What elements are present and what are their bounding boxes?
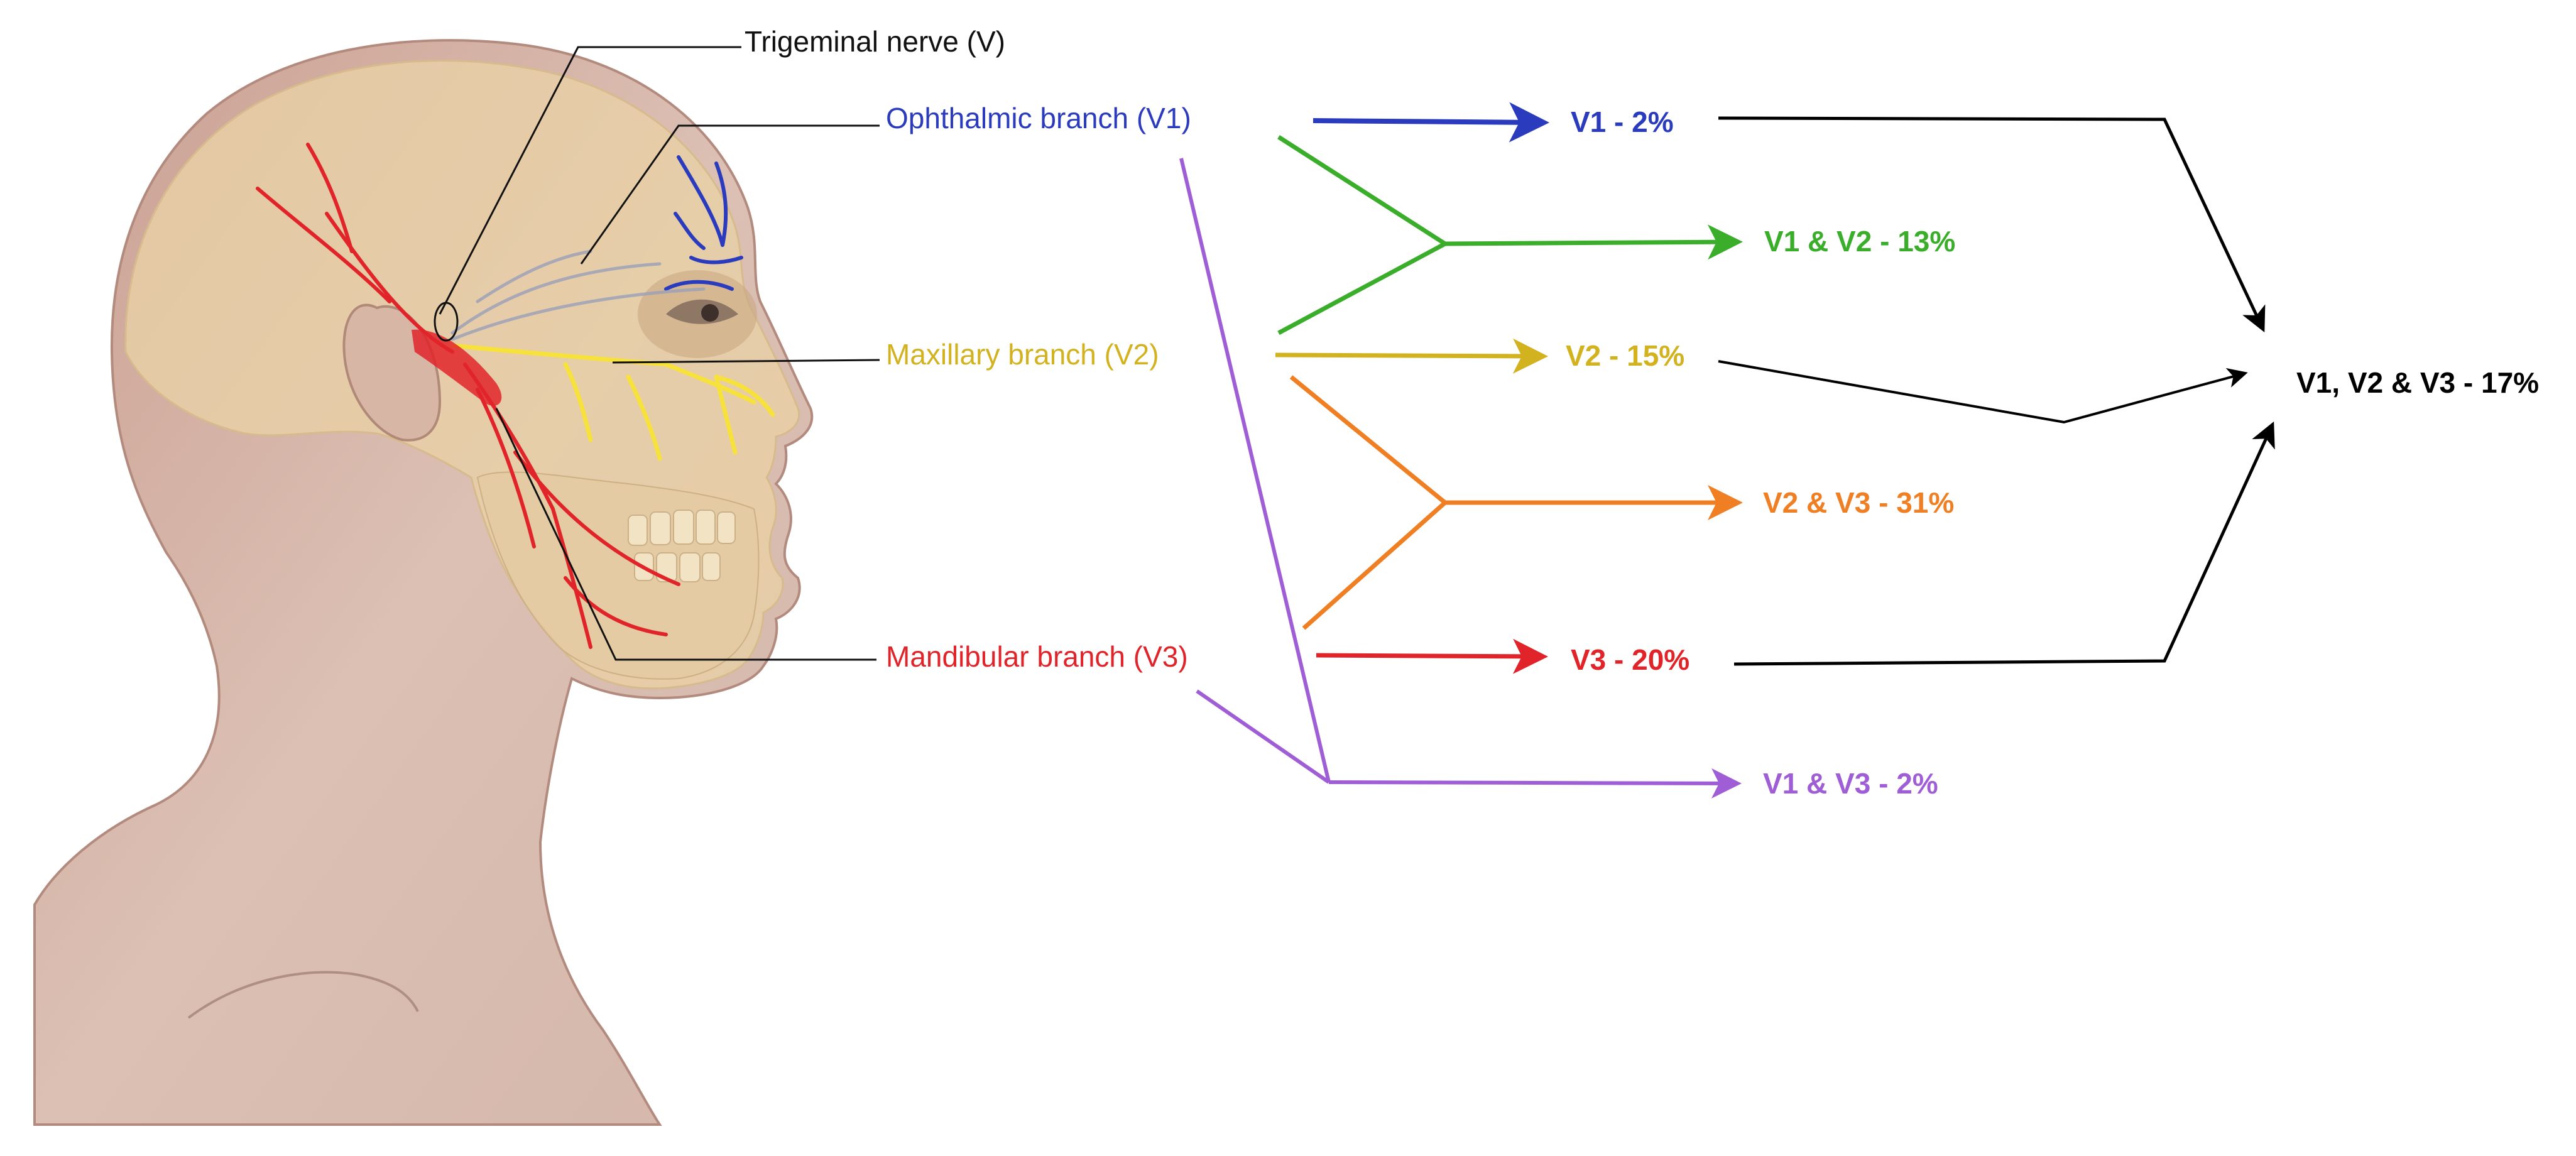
outcome-v1-v3: V1 & V3 - 2% <box>1763 767 1938 800</box>
label-ophthalmic: Ophthalmic branch (V1) <box>886 102 1191 134</box>
arrow-v3 <box>1316 638 1548 674</box>
clavicle-line <box>187 971 419 1019</box>
label-trigeminal: Trigeminal nerve (V) <box>745 25 1005 58</box>
outcome-all: V1, V2 & V3 - 17% <box>2296 366 2539 399</box>
arrow-v2 <box>1275 338 1548 374</box>
pupil <box>701 304 719 322</box>
head-illustration <box>33 39 880 1126</box>
outcome-v1: V1 - 2% <box>1571 106 1674 138</box>
nerve-v2 <box>450 343 775 461</box>
arrow-v1-v2 <box>1277 135 1743 335</box>
arrow-v1-v3 <box>1179 158 1742 799</box>
label-mandibular: Mandibular branch (V3) <box>886 640 1188 673</box>
arrow-v1 <box>1313 102 1549 143</box>
arrow-all <box>1718 116 2275 666</box>
nerve-gray <box>450 249 706 341</box>
outcome-v2-v3: V2 & V3 - 31% <box>1763 486 1954 519</box>
outcome-v3: V3 - 20% <box>1571 643 1689 676</box>
trigeminal-ganglion <box>412 329 502 406</box>
nerve-v1 <box>664 155 743 291</box>
leader-lines <box>434 46 880 661</box>
outcome-v2: V2 - 15% <box>1566 339 1684 372</box>
arrow-v2-v3 <box>1289 375 1743 630</box>
label-maxillary: Maxillary branch (V2) <box>886 338 1159 371</box>
teeth <box>628 510 736 582</box>
outcome-v1-v2: V1 & V2 - 13% <box>1764 225 1955 258</box>
